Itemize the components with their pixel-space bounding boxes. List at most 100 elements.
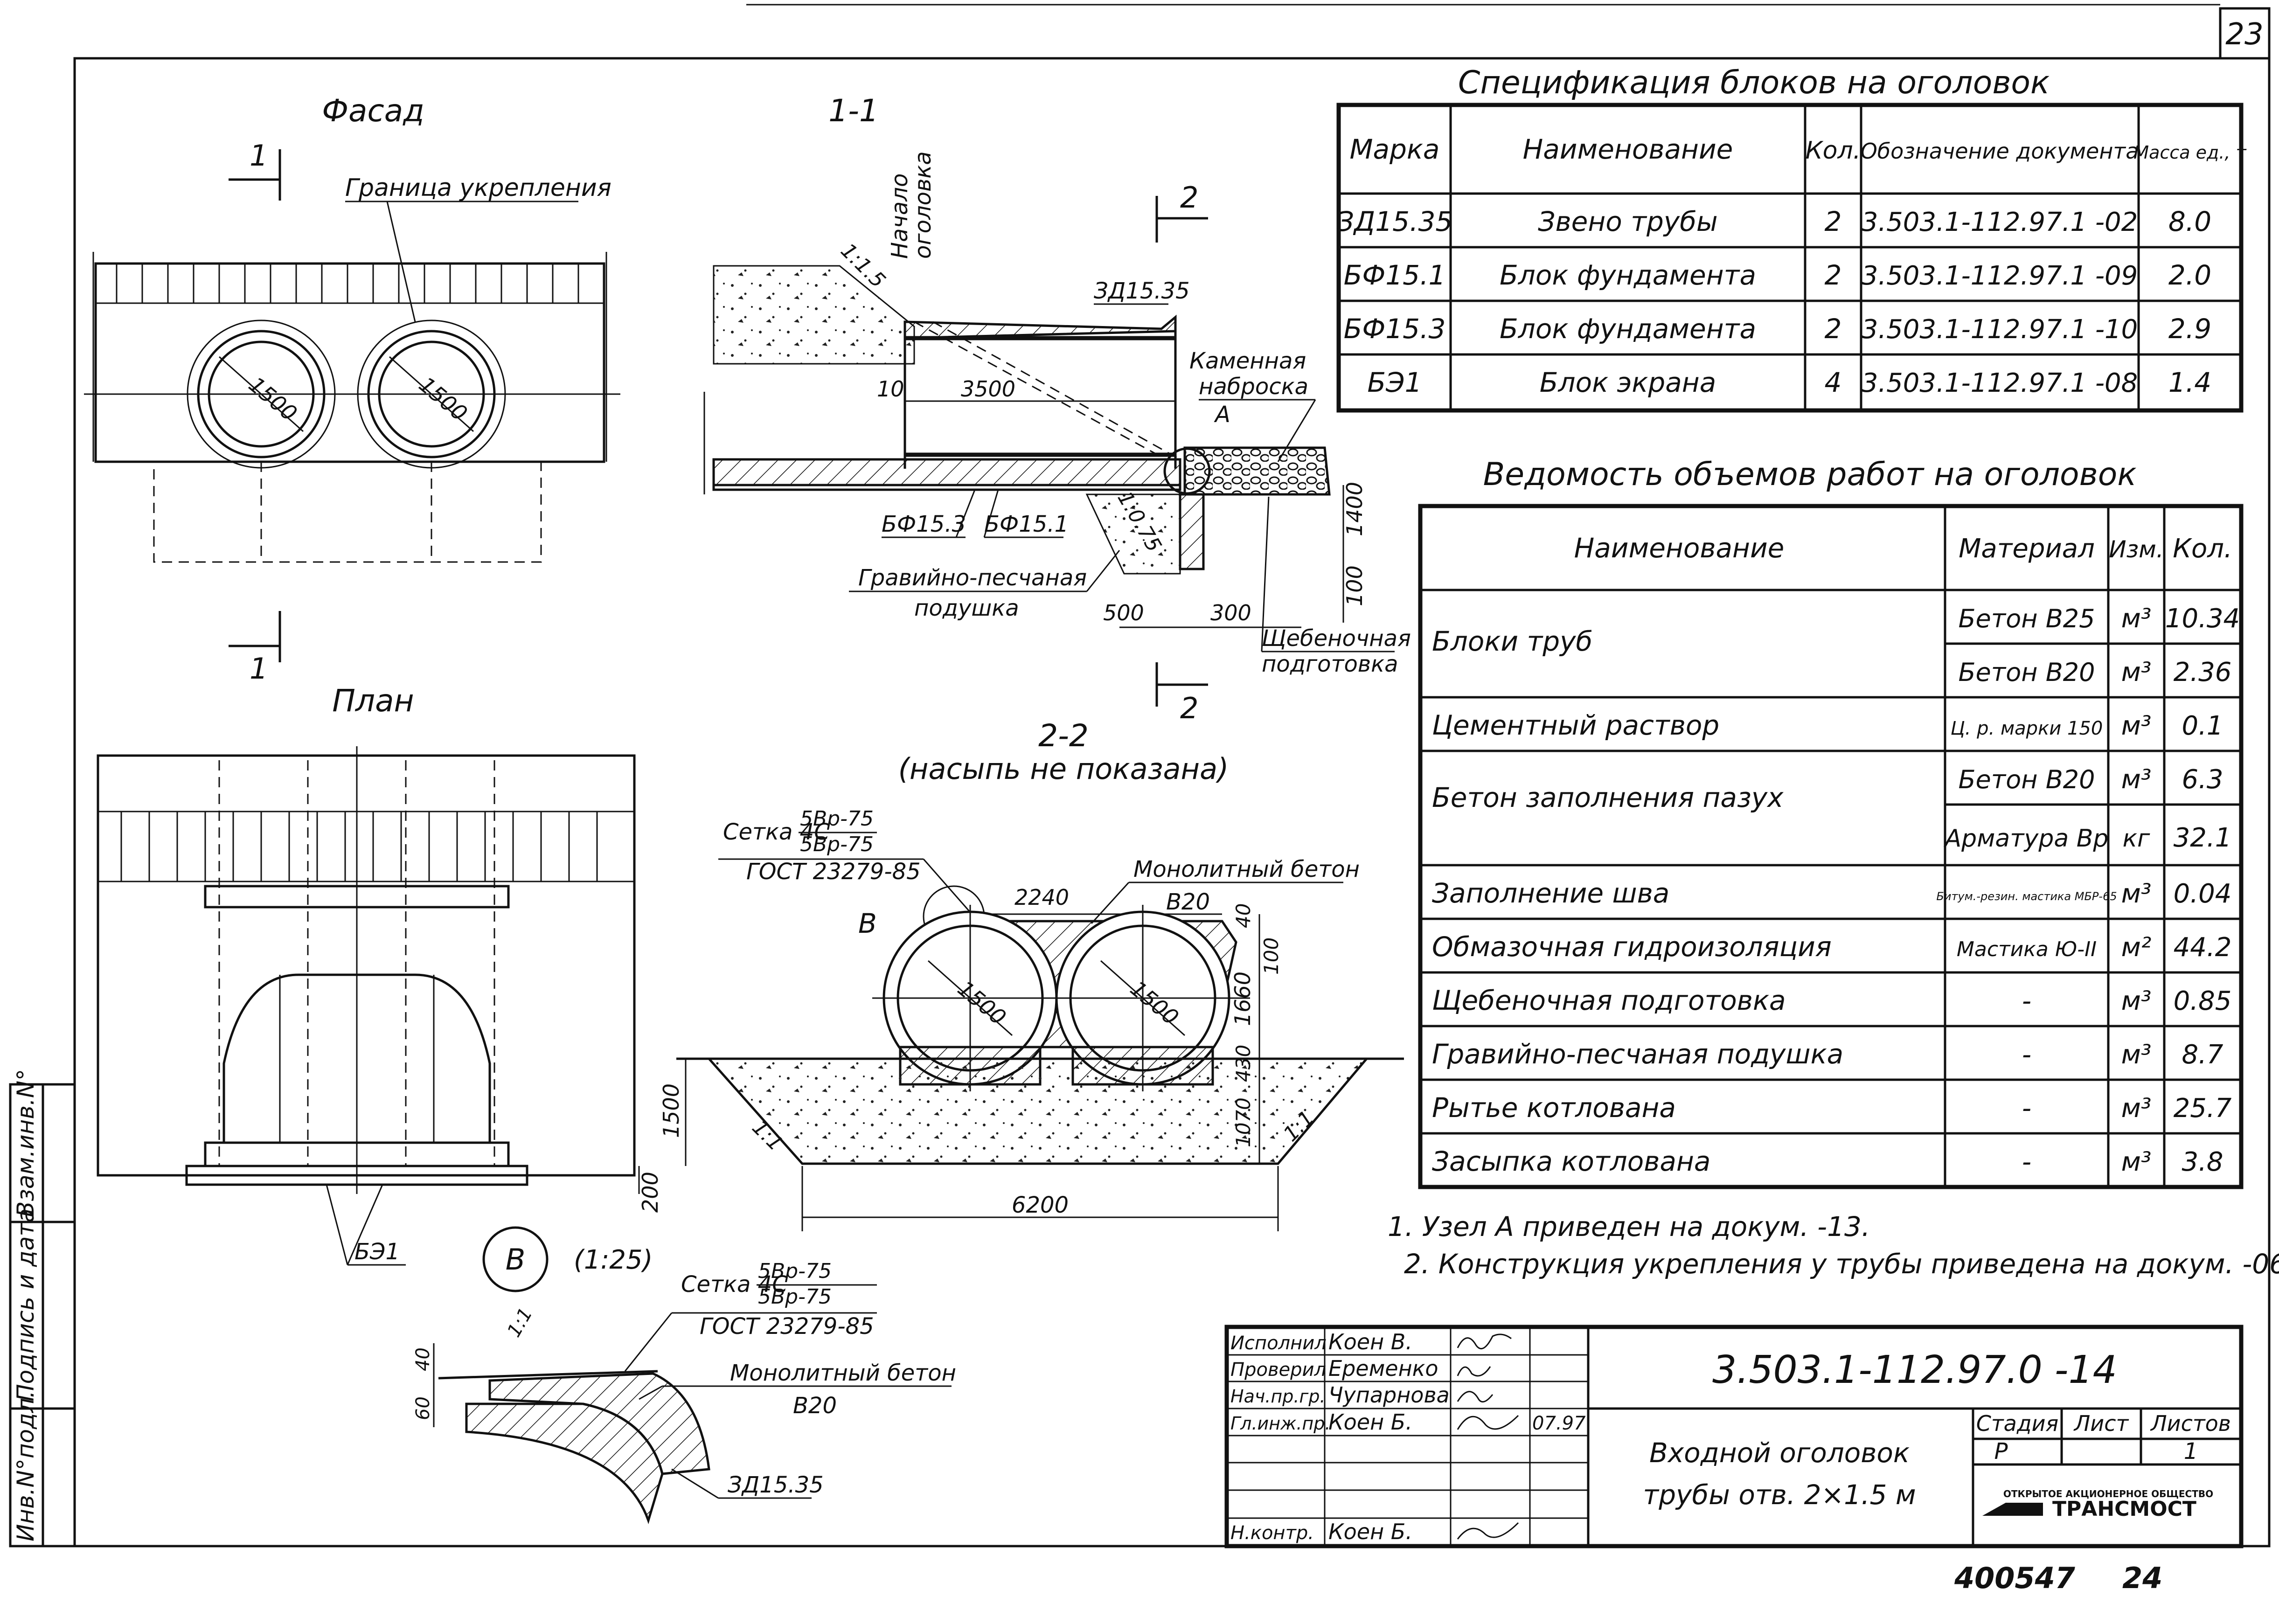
works-row-5-unit: кг (2123, 825, 2150, 853)
works-row-6-unit: м³ (2121, 879, 2152, 909)
mesh-num-detail: 5Вр-75 (758, 1259, 832, 1283)
works-row-4-unit: м³ (2121, 764, 2152, 795)
crushed-label-1: Щебеночная (1262, 625, 1411, 652)
works-row-7-name: Обмазочная гидроизоляция (1432, 931, 1832, 963)
bottom-code: 400547 (1954, 1561, 2076, 1595)
role-norm-control: Н.контр. (1230, 1522, 1314, 1544)
spec-row-3-mass: 2.9 (2168, 313, 2211, 345)
bf153-label: БФ15.3 (882, 511, 966, 537)
spec-title: Спецификация блоков на оголовок (1458, 64, 2050, 101)
works-title: Ведомость объемов работ на оголовок (1483, 456, 2137, 493)
b20-label-detail: В20 (793, 1393, 837, 1419)
dim-60-detail: 60 (412, 1396, 434, 1420)
dim-500: 500 (1103, 600, 1144, 625)
page-number: 23 (2225, 17, 2263, 52)
spec-row-1-mass: 8.0 (2168, 206, 2211, 237)
facade-dim-1500-right: 1500 (414, 372, 472, 426)
role-group-head: Нач.пр.гр. (1230, 1386, 1326, 1407)
spec-row-2-mass: 2.0 (2168, 259, 2211, 291)
works-row-7-material: Мастика Ю-II (1957, 937, 2097, 961)
works-row-3-name: Цементный раствор (1432, 709, 1719, 741)
works-row-8-qty: 0.85 (2174, 986, 2232, 1016)
works-row-8-unit: м³ (2121, 986, 2152, 1016)
dim-1070: 1070 (1232, 1097, 1255, 1147)
b20-label-top: В20 (1166, 889, 1210, 915)
doc-code: 3.503.1-112.97.0 -14 (1712, 1348, 2117, 1392)
facade-dim-1500-left: 1500 (244, 372, 302, 426)
node-a-label: А (1214, 402, 1230, 428)
works-row-9-name: Гравийно-песчаная подушка (1432, 1038, 1843, 1070)
works-row-3-material: Ц. р. марки 150 (1951, 718, 2103, 739)
sheets-value: 1 (2184, 1438, 2198, 1464)
works-row-7-qty: 44.2 (2174, 932, 2232, 963)
note-2: 2. Конструкция укрепления у трубы привед… (1404, 1248, 2279, 1280)
works-row-3-unit: м³ (2121, 711, 2152, 741)
spec-header-mark: Марка (1350, 133, 1440, 165)
section-2-2-title: 2-2 (1038, 718, 1089, 754)
works-row-4-qty: 6.3 (2182, 764, 2223, 795)
works-row-7-unit: м² (2121, 932, 2152, 963)
stone-fill-label-1: Каменная (1189, 348, 1306, 374)
dim-1400: 1400 (1342, 482, 1367, 536)
monolith-label-top: Монолитный бетон (1133, 856, 1360, 882)
spec-header-name: Наименование (1523, 133, 1733, 165)
plan-title: План (332, 683, 414, 719)
name-executed: Коен В. (1328, 1329, 1412, 1354)
company-name: ТРАНСМОСТ (2052, 1497, 2196, 1521)
node-b-label-section: В (858, 908, 877, 939)
spec-row-2-qty: 2 (1825, 259, 1842, 291)
dim-200: 200 (638, 1172, 663, 1213)
dim-300: 300 (1210, 600, 1251, 625)
works-row-5-qty: 32.1 (2174, 823, 2232, 853)
drawing-title-2: трубы отв. 2×1.5 м (1643, 1479, 1916, 1511)
works-header-unit: Изм. (2109, 536, 2164, 563)
stamp-sign-date: Подпись и дата (12, 1208, 39, 1402)
spec-header-doc: Обозначение документа (1861, 139, 2139, 164)
mesh-den-detail: 5Вр-75 (758, 1285, 832, 1309)
bottom-number: 24 (2122, 1561, 2162, 1595)
sheets-label: Листов (2150, 1411, 2231, 1436)
gravel-label-1: Гравийно-песчаная (858, 565, 1087, 591)
mesh-num-top: 5Вр-75 (800, 807, 874, 831)
name-checked: Еременко (1328, 1356, 1438, 1381)
works-row-1-name: Блоки труб (1432, 625, 1592, 657)
cut-mark-1-bottom: 1 (250, 652, 268, 686)
role-checked: Проверил (1230, 1359, 1326, 1381)
gost-label-detail: ГОСТ 23279-85 (700, 1313, 874, 1339)
works-row-11-unit: м³ (2121, 1147, 2152, 1177)
spec-header-mass: Масса ед., т (2133, 142, 2247, 163)
facade-view: Фасад 1 Граница укрепления (84, 93, 620, 686)
bf151-label: БФ15.1 (984, 511, 1069, 537)
works-row-11-material: - (2022, 1147, 2031, 1177)
works-row-6-qty: 0.04 (2174, 879, 2232, 909)
signatures (1457, 1333, 1519, 1540)
name-norm-control: Коен Б. (1328, 1519, 1412, 1544)
start-head-label-2: оголовка (910, 151, 936, 259)
spec-row-2-name: Блок фундамента (1500, 259, 1756, 291)
works-row-10-name: Рытье котлована (1432, 1092, 1676, 1124)
be1-label: БЭ1 (354, 1239, 400, 1265)
detail-b-scale: (1:25) (574, 1245, 653, 1275)
sheet-label: Лист (2073, 1411, 2129, 1436)
works-row-10-material: - (2022, 1093, 2031, 1124)
works-row-8-name: Щебеночная подготовка (1432, 985, 1786, 1016)
border-strengthening-label: Граница укрепления (345, 174, 611, 202)
spec-row-4-qty: 4 (1825, 367, 1842, 398)
stone-fill-label-2: наброска (1199, 374, 1308, 400)
spec-row-1-name: Звено трубы (1538, 206, 1717, 237)
title-block: Исполнил Проверил Нач.пр.гр. Гл.инж.пр. … (1224, 1325, 2244, 1548)
name-chief-engineer: Коен Б. (1328, 1409, 1412, 1435)
works-row-2-unit: м³ (2121, 657, 2152, 687)
works-row-8-material: - (2022, 986, 2031, 1016)
spec-row-4-mass: 1.4 (2168, 367, 2211, 398)
sheet-frame (9, 4, 2271, 1548)
works-row-9-unit: м³ (2121, 1040, 2152, 1070)
start-head-label-1: Начало (887, 174, 913, 259)
dim-40: 40 (1232, 903, 1255, 928)
works-row-1-unit: м³ (2121, 604, 2152, 634)
facade-title: Фасад (322, 93, 424, 129)
stage-label: Стадия (1976, 1411, 2058, 1436)
detail-b-view: В (1:25) Сетка 4С 5Вр-75 5Вр-75 ГОСТ 232… (412, 1226, 956, 1525)
works-row-1-material: Бетон В25 (1959, 604, 2095, 633)
works-row-1-qty: 10.34 (2165, 604, 2240, 634)
